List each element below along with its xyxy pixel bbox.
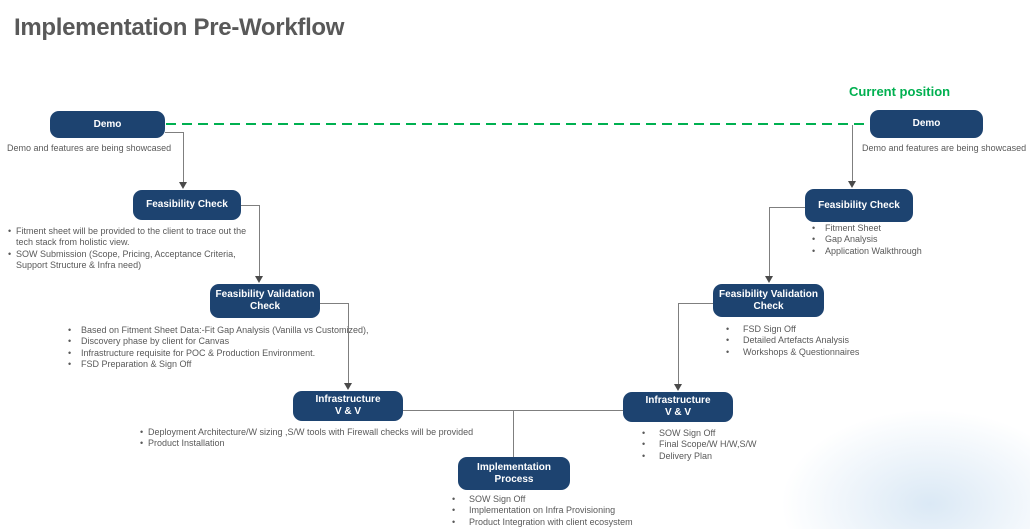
connector-line (320, 303, 349, 304)
bullet-item: Fitment sheet will be provided to the cl… (8, 226, 253, 249)
bullet-item: Deployment Architecture/W sizing ,S/W to… (140, 427, 473, 439)
bullet-item: Application Walkthrough (812, 246, 922, 258)
bullet-item: Implementation on Infra Provisioning (452, 505, 633, 517)
node-feasibility-check-right: Feasibility Check (805, 189, 913, 222)
node-feasibility-check-left: Feasibility Check (133, 190, 241, 220)
node-feasibility-validation-check-right: Feasibility Validation Check (713, 284, 824, 317)
node-label: Feasibility Validation (719, 288, 818, 300)
node-feasibility-validation-check-left: Feasibility Validation Check (210, 284, 320, 318)
node-label: Implementation (477, 461, 551, 473)
bullet-item: FSD Preparation & Sign Off (68, 359, 368, 371)
demo-right-note: Demo and features are being showcased (862, 143, 1027, 153)
bullet-item: Workshops & Questionnaires (726, 347, 859, 359)
corner-glow-decoration (780, 409, 1030, 529)
node-label: Feasibility Validation (215, 289, 315, 300)
bullet-item: Infrastructure requisite for POC & Produ… (68, 348, 368, 360)
page-title: Implementation Pre-Workflow (14, 14, 345, 41)
bullet-item: Final Scope/W H/W,S/W (642, 439, 757, 451)
node-infrastructure-vv-right: Infrastructure V & V (623, 392, 733, 422)
node-label: Feasibility Check (146, 199, 228, 210)
node-label: Demo (912, 118, 941, 129)
bullet-item: FSD Sign Off (726, 324, 859, 336)
bullet-item: Delivery Plan (642, 451, 757, 463)
arrowhead-down-icon (765, 276, 773, 283)
bullet-item: Gap Analysis (812, 234, 922, 246)
bullet-item: Fitment Sheet (812, 223, 922, 235)
feasibility-validation-check-left-bullets: Based on Fitment Sheet Data:-Fit Gap Ana… (68, 325, 368, 370)
arrowhead-down-icon (848, 181, 856, 188)
connector-line (769, 207, 805, 208)
node-label: V & V (664, 407, 692, 418)
connector-line (513, 410, 514, 457)
arrowhead-down-icon (255, 276, 263, 283)
connector-line (678, 303, 713, 304)
bullet-item: Product Integration with client ecosyste… (452, 517, 633, 529)
bullet-item: SOW Submission (Scope, Pricing, Acceptan… (8, 249, 253, 272)
node-implementation-process: Implementation Process (458, 457, 570, 490)
node-label: Feasibility Check (818, 199, 900, 211)
node-label: Infrastructure (315, 394, 381, 405)
arrowhead-down-icon (344, 383, 352, 390)
node-label: Check (753, 300, 784, 312)
node-label: Check (249, 301, 280, 312)
connector-line (769, 207, 770, 276)
arrowhead-down-icon (674, 384, 682, 391)
infrastructure-vv-right-bullets: SOW Sign OffFinal Scope/W H/W,S/WDeliver… (642, 428, 757, 462)
node-label: Demo (93, 118, 122, 130)
node-label: Process (494, 473, 534, 485)
bullet-item: SOW Sign Off (642, 428, 757, 440)
connector-line (259, 205, 260, 276)
infrastructure-vv-left-bullets: Deployment Architecture/W sizing ,S/W to… (140, 427, 473, 450)
implementation-process-bullets: SOW Sign OffImplementation on Infra Prov… (452, 494, 633, 528)
connector-line (183, 132, 184, 182)
current-position-label: Current position (849, 84, 951, 99)
arrowhead-down-icon (179, 182, 187, 189)
bullet-item: Discovery phase by client for Canvas (68, 336, 368, 348)
bullet-item: SOW Sign Off (452, 494, 633, 506)
node-label: V & V (334, 406, 362, 417)
demo-left-note: Demo and features are being showcased (7, 143, 172, 153)
dashed-timeline-line (166, 123, 870, 125)
node-demo-left: Demo (50, 111, 165, 138)
feasibility-check-right-bullets: Fitment SheetGap AnalysisApplication Wal… (812, 223, 922, 257)
connector-line (241, 205, 260, 206)
node-label: Infrastructure (645, 395, 711, 406)
feasibility-check-left-bullets: Fitment sheet will be provided to the cl… (8, 226, 253, 271)
connector-line (852, 125, 853, 181)
connector-line (165, 132, 184, 133)
feasibility-validation-check-right-bullets: FSD Sign OffDetailed Artefacts AnalysisW… (726, 324, 859, 358)
bullet-item: Based on Fitment Sheet Data:-Fit Gap Ana… (68, 325, 368, 337)
node-infrastructure-vv-left: Infrastructure V & V (293, 391, 403, 421)
connector-line (678, 303, 679, 384)
node-demo-right: Demo (870, 110, 983, 138)
bullet-item: Detailed Artefacts Analysis (726, 335, 859, 347)
bullet-item: Product Installation (140, 438, 473, 450)
